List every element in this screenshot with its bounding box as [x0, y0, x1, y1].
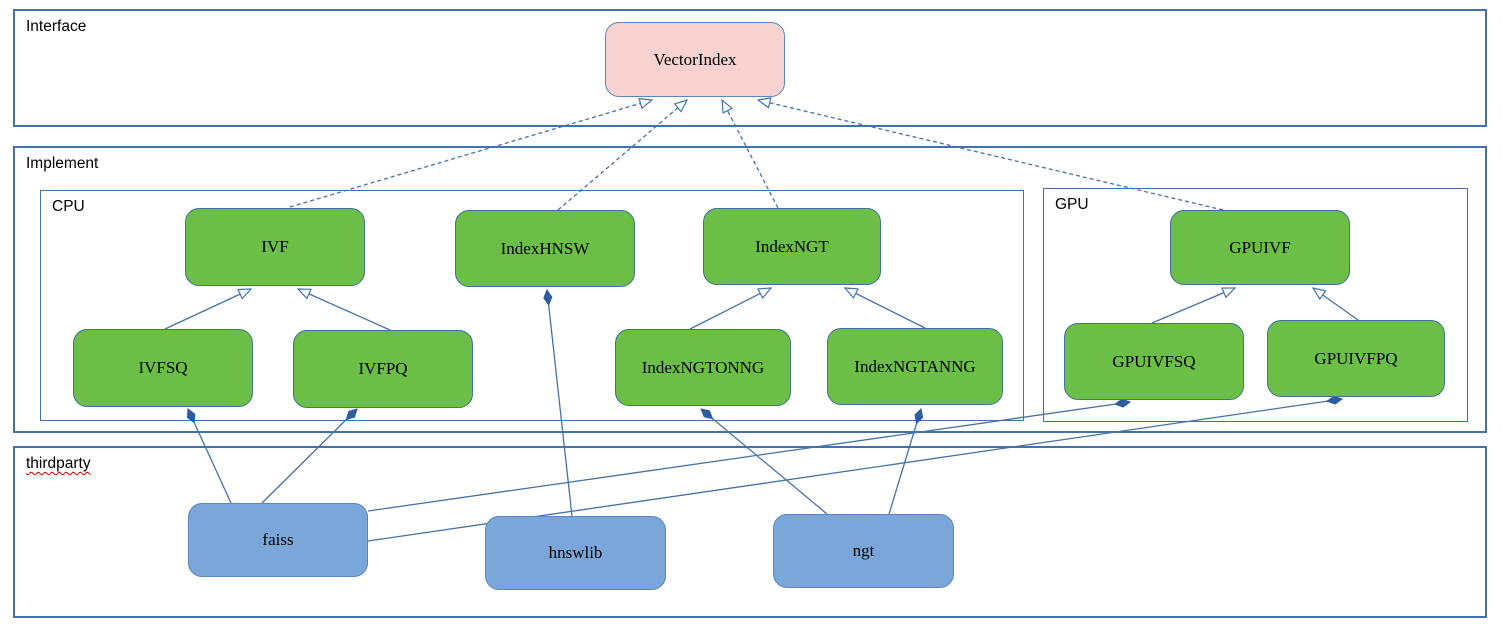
node-indexhnsw[interactable]: IndexHNSW	[455, 210, 635, 287]
node-ivfsq-label: IVFSQ	[138, 358, 188, 377]
node-ivf[interactable]: IVF	[185, 208, 365, 286]
node-ngt[interactable]: ngt	[773, 514, 954, 588]
node-indexngtonng[interactable]: IndexNGTONNG	[615, 329, 791, 406]
node-ivf-label: IVF	[261, 237, 289, 256]
node-faiss[interactable]: faiss	[188, 503, 368, 577]
node-hnswlib-label: hnswlib	[548, 543, 603, 562]
node-vectorindex[interactable]: VectorIndex	[605, 22, 785, 97]
node-indexngt-label: IndexNGT	[755, 236, 829, 256]
node-vectorindex-label: VectorIndex	[653, 49, 737, 69]
node-ivfpq[interactable]: IVFPQ	[293, 330, 473, 408]
node-faiss-label: faiss	[262, 530, 294, 549]
interface-section-label: Interface	[26, 18, 87, 35]
cpu-section-label: CPU	[52, 198, 85, 215]
node-indexngtanng-label: IndexNGTANNG	[854, 356, 976, 376]
node-ivfpq-label: IVFPQ	[358, 359, 408, 378]
node-gpuivfsq-label: GPUIVFSQ	[1112, 351, 1196, 371]
node-indexngtonng-label: IndexNGTONNG	[641, 357, 765, 377]
node-ngt-label: ngt	[852, 541, 875, 560]
node-gpuivfpq[interactable]: GPUIVFPQ	[1267, 320, 1445, 397]
node-ivfsq[interactable]: IVFSQ	[73, 329, 253, 407]
node-gpuivf-label: GPUIVF	[1229, 237, 1291, 257]
node-hnswlib[interactable]: hnswlib	[485, 516, 666, 590]
node-indexngtanng[interactable]: IndexNGTANNG	[827, 328, 1003, 405]
node-gpuivf[interactable]: GPUIVF	[1170, 210, 1350, 285]
gpu-section-label: GPU	[1055, 196, 1089, 213]
node-indexngt[interactable]: IndexNGT	[703, 208, 881, 285]
node-indexhnsw-label: IndexHNSW	[500, 238, 590, 258]
node-gpuivfsq[interactable]: GPUIVFSQ	[1064, 323, 1244, 400]
implement-section-label: Implement	[26, 155, 99, 172]
thirdparty-section-label: thirdparty	[26, 455, 91, 472]
node-gpuivfpq-label: GPUIVFPQ	[1314, 348, 1398, 368]
